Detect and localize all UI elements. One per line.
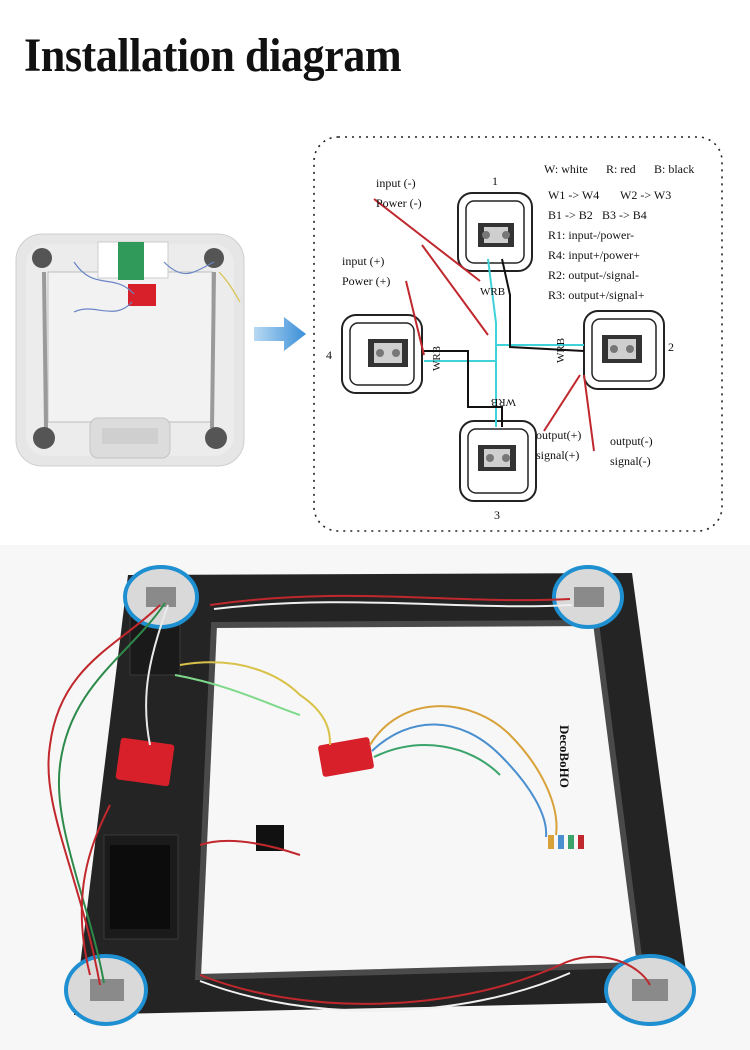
legend-rule-6: R4: input+/power+ [548,248,640,262]
wiring-diagram: W: white R: red B: black W1 -> W4 W2 -> … [313,136,723,532]
load-cell-1 [457,192,533,272]
label-signal-plus: signal(+) [536,448,579,462]
legend-red: R: red [606,162,636,176]
legend-rule-5: R1: input-/power- [548,228,634,242]
label-output-plus: output(+) [536,428,581,442]
wire-code-2: WRB [555,338,567,363]
arrow-right-icon [254,317,306,351]
legend-rule-3: B1 -> B2 [548,208,593,222]
wire-code-3: WRB [491,396,516,408]
load-cell-3 [459,420,537,502]
label-power-minus: Power (-) [376,196,422,210]
wire-code-1: WRB [480,286,505,298]
cell-number-3: 3 [494,508,500,522]
board-text: DecoBoHO [557,725,572,788]
load-cell-2 [583,310,665,390]
legend-rule-7: R2: output-/signal- [548,268,639,282]
label-output-minus: output(-) [610,434,653,448]
legend-black: B: black [654,162,694,176]
label-input-minus: input (-) [376,176,416,190]
label-input-plus: input (+) [342,254,384,268]
legend-rule-2: W2 -> W3 [620,188,671,202]
page-title: Installation diagram [24,29,402,82]
legend-rule-4: B3 -> B4 [602,208,647,222]
cell-number-1: 1 [492,174,498,188]
label-signal-minus: signal(-) [610,454,651,468]
cell-number-2: 2 [668,340,674,354]
wired-frame-photo: DecoBoHO [0,545,750,1050]
wire-code-4: WRB [431,346,443,371]
legend-rule-8: R3: output+/signal+ [548,288,645,302]
label-power-plus: Power (+) [342,274,390,288]
load-cell-4 [341,314,423,394]
scale-underside-photo [15,233,245,467]
legend-white: W: white [544,162,588,176]
cell-number-4: 4 [326,348,332,362]
legend-rule-1: W1 -> W4 [548,188,599,202]
